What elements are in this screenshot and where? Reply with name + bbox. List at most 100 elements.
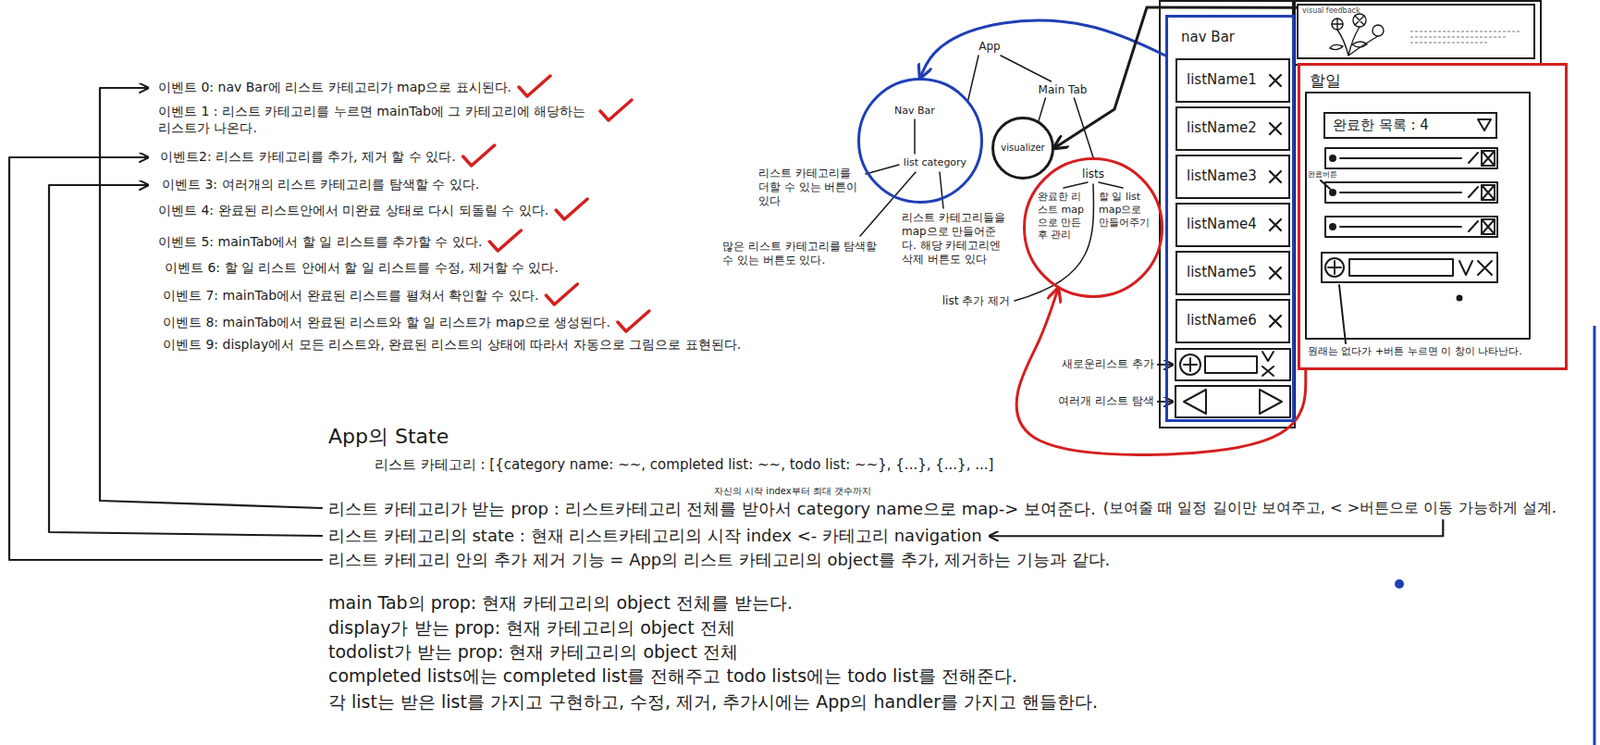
mapping-arrow	[1016, 288, 1306, 455]
sketch-stroke	[1262, 366, 1274, 376]
state-note: (보여줄 때 일정 길이만 보여주고, < >버튼으로 이동 가능하게 설계.	[1103, 498, 1557, 517]
sketch-stroke	[1340, 186, 1478, 197]
annotation-note: list 추가 제거	[942, 294, 1010, 308]
sketch-stroke	[1481, 219, 1495, 234]
check-mark	[600, 99, 632, 121]
sketch-stroke	[1269, 267, 1281, 279]
sketch-stroke	[1394, 578, 1404, 589]
state-note: 리스트 카테고리 : [{category name: ~~, complete…	[374, 455, 994, 474]
sketch-stroke	[1325, 147, 1498, 169]
sketch-stroke	[1321, 252, 1498, 283]
sketch-stroke	[939, 172, 944, 209]
node-body: 완료한 리스트 map으로 만든 후 관리	[1037, 190, 1086, 242]
check-mark	[617, 310, 650, 332]
sketch-stroke	[913, 119, 916, 154]
sketch-stroke	[1269, 315, 1281, 327]
sketch-stroke	[1328, 260, 1342, 274]
tree-link	[1038, 98, 1046, 122]
annotation-note: 리스트 카테고리를 더할 수 있는 버튼이 있다	[758, 166, 862, 209]
state-note: main Tab의 prop: 현재 카테고리의 object 전체를 받는다.	[328, 591, 793, 615]
nav-add-row	[1175, 348, 1291, 381]
completed-dropdown: 완료한 목록 : 4	[1323, 111, 1498, 139]
node-title: lists	[1082, 167, 1105, 182]
state-note: display가 받는 prop: 현재 카테고리의 object 전체	[328, 616, 736, 640]
sketch-stroke	[1269, 219, 1281, 231]
state-note: 리스트 카테고리의 state : 현재 리스트카테고리의 시작 index <…	[328, 525, 983, 547]
tree-link	[1000, 55, 1052, 82]
todo-panel: 할일원래는 없다가 +버튼 누르면 이 창이 나타난다. 완료한 목록 : 4	[1297, 62, 1568, 370]
category-item: listName1	[1175, 58, 1291, 103]
event-item: 이벤트 7: mainTab에서 완료된 리스트를 펼쳐서 확인할 수 있다.	[162, 287, 539, 305]
node-title: visual feedback	[1302, 6, 1361, 16]
event-item: 이벤트 0: nav Bar에 리스트 카테고리가 map으로 표시된다.	[158, 79, 512, 97]
check-mark	[489, 230, 521, 251]
component-circle: Nav Barlist category	[857, 77, 984, 204]
sketch-stroke	[1175, 385, 1291, 418]
node-title: Nav Bar	[894, 104, 936, 118]
tree-lines	[860, 119, 1123, 301]
sketch-stroke	[1481, 219, 1495, 234]
node-title: listName4	[1186, 215, 1257, 234]
sketch-stroke	[1269, 123, 1281, 135]
sketch-stroke	[1481, 150, 1495, 166]
sketch-stroke	[1262, 351, 1274, 361]
tree-node: Main Tab	[1033, 81, 1092, 99]
nav-pager	[1175, 385, 1291, 418]
sketch-stroke	[1329, 155, 1336, 161]
sketch-stroke	[1292, 0, 1541, 65]
sketch-stroke	[1340, 152, 1478, 163]
node-title: Main Tab	[1038, 83, 1088, 98]
state-note: 리스트 카테고리가 받는 prop : 리스트카테고리 전체를 받아서 cate…	[328, 498, 1096, 520]
sketch-stroke	[1269, 171, 1281, 183]
annotation-note: 완료버튼	[1307, 170, 1338, 180]
sketch-stroke	[1459, 260, 1473, 275]
state-heading: App의 State	[328, 423, 449, 450]
sketch-stroke	[1325, 258, 1344, 277]
tree-link	[968, 55, 979, 100]
node-body: 원래는 없다가 +버튼 누르면 이 창이 나타난다.	[1307, 344, 1523, 358]
feedback-scribble	[1410, 31, 1522, 43]
node-title: listName2	[1186, 119, 1257, 137]
delete-icons	[1269, 74, 1281, 327]
event-item: 이벤트 3: 여러개의 리스트 카테고리를 탐색할 수 있다.	[161, 176, 480, 194]
state-note: todolist가 받는 prop: 현재 카테고리의 object 전체	[328, 640, 739, 664]
sketch-stroke	[865, 164, 899, 174]
todo-wireframe	[1305, 92, 1530, 344]
sketch-stroke	[1320, 180, 1330, 189]
sketch-stroke	[1477, 260, 1492, 275]
event-item: 이벤트 6: 할 일 리스트 안에서 할 일 리스트를 수정, 제거할 수 있다…	[164, 259, 559, 277]
sketch-stroke	[1325, 182, 1498, 203]
circle-outline	[859, 79, 983, 203]
sketch-stroke	[1183, 357, 1197, 371]
sketch-stroke	[1063, 182, 1088, 188]
sketch-stroke	[1481, 184, 1495, 200]
nav-panel: nav BarlistName1listName2listName3listNa…	[1165, 14, 1295, 422]
circle-outline	[1024, 159, 1163, 297]
state-note: completed lists에는 completed list를 전해주고 t…	[328, 664, 1018, 688]
sketch-stroke	[1372, 24, 1384, 37]
node-title: listName6	[1186, 311, 1257, 330]
event-item: 이벤트 9: display에서 모든 리스트와, 완료된 리스트의 상태에 따…	[162, 336, 741, 354]
sketch-stroke	[1410, 31, 1522, 43]
node-title: 할일	[1309, 71, 1342, 91]
node-title: 완료한 목록 : 4	[1332, 116, 1429, 135]
sketch-stroke	[1205, 356, 1257, 373]
tree-node: App	[971, 36, 1009, 56]
sketch-stroke	[1098, 182, 1123, 188]
sketch-stroke	[9, 157, 322, 560]
state-note: 각 list는 받은 list를 가지고 구현하고, 수정, 제거, 추가시에는…	[328, 690, 1098, 714]
node-title: listName1	[1186, 71, 1257, 89]
node-title: visualizer	[1000, 142, 1045, 155]
check-mark	[545, 283, 578, 305]
node-title: App	[978, 39, 1000, 54]
event-item: 이벤트 5: mainTab에서 할 일 리스트를 추가할 수 있다.	[158, 233, 482, 251]
annotation-note: 리스트 카테고리들을 map으로 만들어준다. 해당 카테고리엔 삭제 버튼도 …	[901, 210, 1011, 267]
sketch-stroke	[1159, 0, 1295, 428]
node-title: nav Bar	[1181, 28, 1235, 47]
sketch-stroke	[1183, 389, 1207, 414]
sketch-stroke	[1175, 348, 1291, 381]
sketch-stroke	[1259, 389, 1282, 414]
component-circle: visualizer	[991, 116, 1055, 180]
sketch-stroke	[1305, 92, 1530, 339]
component-circle: lists완료한 리스트 map으로 만든 후 관리할 일 list map으로…	[1022, 157, 1164, 298]
